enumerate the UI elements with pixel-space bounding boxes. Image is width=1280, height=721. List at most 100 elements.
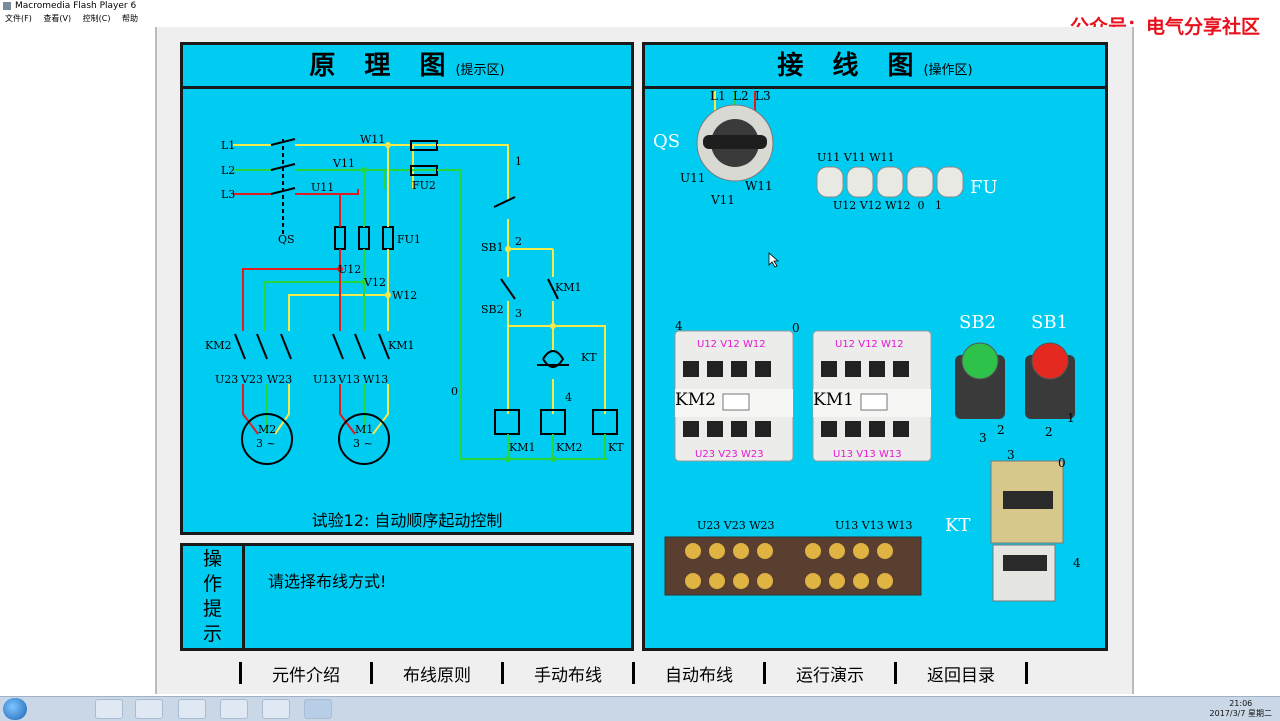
label-v12: V12 [364,276,386,289]
menu-file[interactable]: 文件(F) [5,14,32,23]
flash-stage: 原 理 图(提示区) [155,27,1134,694]
sb1-button[interactable] [1025,342,1075,419]
nav-back-to-menu[interactable]: 返回目录 [927,665,995,686]
clock-time: 21:06 [1229,699,1253,708]
nav-divider [632,662,635,684]
wiring-label-km2-4: 4 [675,319,683,333]
kt-time-relay[interactable] [990,460,1064,602]
wiring-panel: 接 线 图(操作区) [642,42,1108,651]
km2-contactor[interactable]: U12 V12 W12 U23 V23 W23 [674,330,794,462]
wiring-label-sb1-2: 2 [1045,425,1053,439]
taskbar-flash-icon[interactable] [304,699,332,719]
schematic-diagram [233,138,618,465]
sb2-button[interactable] [955,342,1005,419]
nav-manual-wiring[interactable]: 手动布线 [534,665,602,686]
taskbar-folder-icon[interactable] [135,699,163,719]
label-m2: M2 [258,423,277,436]
nav-component-intro[interactable]: 元件介绍 [272,665,340,686]
tip-heading-char: 示 [202,623,222,645]
label-kt-contact: KT [581,351,597,364]
wiring-title-text: 接 线 图 [777,51,924,81]
nav-divider [1025,662,1028,684]
windows-taskbar: 21:06 2017/3/7 星期二 [0,696,1280,721]
nav-auto-wiring[interactable]: 自动布线 [665,665,733,686]
wiring-label-qs: QS [653,131,681,152]
schematic-subtitle: (提示区) [455,63,505,78]
schematic-title: 原 理 图(提示区) [183,45,631,89]
nav-wiring-principle[interactable]: 布线原则 [403,665,471,686]
label-u12: U12 [338,263,362,276]
tip-message: 请选择布线方式! [268,572,387,591]
label-m1-phase: 3 ~ [353,437,373,450]
label-l1: L1 [221,139,236,152]
menu-help[interactable]: 帮助 [122,14,139,23]
wiring-label-km1: KM1 [813,390,854,410]
wiring-label-kt-0: 0 [1058,456,1066,470]
tip-heading: 操 作 提 示 [183,546,245,648]
wiring-label-kt-4: 4 [1073,556,1081,570]
schematic-title-text: 原 理 图 [309,51,456,81]
taskbar-clock[interactable]: 21:06 2017/3/7 星期二 [1210,699,1272,719]
taskbar-notes-icon[interactable] [262,699,290,719]
wiring-label-terminal-right: U13 V13 W13 [835,519,913,532]
menu-control[interactable]: 控制(C) [82,14,111,23]
wiring-label-kt-3: 3 [1007,448,1015,462]
terminal-block[interactable] [664,536,922,596]
wiring-label-terminal-left: U23 V23 W23 [697,519,775,532]
schematic-panel: 原 理 图(提示区) [180,42,634,535]
label-node-3: 3 [515,307,522,320]
wiring-label-fu: FU [970,177,998,198]
wiring-label-km1-0: 0 [792,321,800,335]
menu-view[interactable]: 查看(V) [43,14,72,23]
label-v11: V11 [333,157,355,170]
label-v23: V23 [241,373,263,386]
qs-switch[interactable] [696,91,774,182]
tip-heading-char: 操 [202,548,222,570]
schematic-caption: 试验12: 自动顺序起动控制 [311,511,503,530]
label-v13: V13 [338,373,360,386]
label-node-4: 4 [565,391,572,404]
label-sb2: SB2 [481,303,504,316]
label-u13: U13 [313,373,337,386]
wiring-label-u11: U11 [680,171,706,185]
label-km2-coil: KM2 [556,441,583,454]
nav-divider [763,662,766,684]
label-km1-aux: KM1 [555,281,582,294]
taskbar-wechat-icon[interactable] [220,699,248,719]
wiring-subtitle: (操作区) [923,63,973,78]
menu-bar: 文件(F) 查看(V) 控制(C) 帮助 [0,12,1280,26]
label-fu2: FU2 [412,179,436,192]
taskbar-media-icon[interactable] [178,699,206,719]
svg-text:U12 V12 W12: U12 V12 W12 [835,339,904,350]
wiring-title: 接 线 图(操作区) [645,45,1105,89]
wiring-label-sb2-2: 2 [997,423,1005,437]
label-km1-coil: KM1 [509,441,536,454]
label-u11: U11 [311,181,335,194]
wiring-label-sb1-1: 1 [1067,411,1075,425]
svg-text:U23 V23 W23: U23 V23 W23 [695,449,764,460]
start-button-icon[interactable] [3,698,27,720]
window-titlebar: Macromedia Flash Player 6 [0,0,1280,12]
label-km2-power: KM2 [205,339,232,352]
taskbar-browser-icon[interactable] [95,699,123,719]
svg-text:U13 V13 W13: U13 V13 W13 [833,449,902,460]
label-u23: U23 [215,373,239,386]
label-node-1: 1 [515,155,522,168]
nav-run-demo[interactable]: 运行演示 [796,665,864,686]
wiring-label-fu-bottom: U12 V12 W12 0 1 [833,199,943,212]
label-w12: W12 [392,289,418,302]
label-qs: QS [278,233,295,246]
wiring-label-v11: V11 [711,193,735,207]
fu-fuses[interactable] [816,166,964,198]
wiring-label-sb2: SB2 [959,312,997,333]
wiring-label-sb2-3: 3 [979,431,987,445]
label-m1: M1 [355,423,374,436]
bottom-nav: 元件介绍 布线原则 手动布线 自动布线 运行演示 返回目录 [239,655,1028,691]
window-title: Macromedia Flash Player 6 [15,1,137,11]
tip-heading-char: 提 [202,598,222,620]
km1-contactor[interactable]: U12 V12 W12 U13 V13 W13 [812,330,932,462]
tip-heading-char: 作 [202,573,222,595]
wiring-label-km2: KM2 [675,390,716,410]
wiring-label-l3: L3 [755,89,771,103]
label-m2-phase: 3 ~ [256,437,276,450]
